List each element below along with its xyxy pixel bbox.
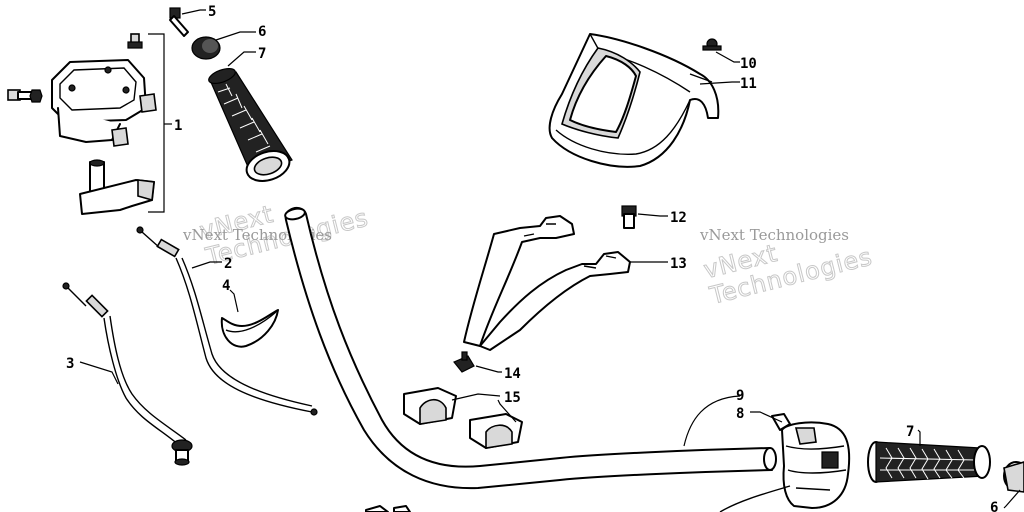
screw-part-5 <box>169 7 189 37</box>
watermark-small-right: vNext Technologies <box>699 226 849 244</box>
callout-6-right: 6 <box>990 500 998 512</box>
bar-end-part-6 <box>191 36 221 60</box>
callout-8: 8 <box>736 406 744 422</box>
throttle-cable-part-2 <box>136 226 318 416</box>
throttle-housing-part <box>7 33 157 215</box>
callout-6-top: 6 <box>258 24 266 40</box>
grip-part-7-top <box>208 68 293 182</box>
grip-part-7-right <box>867 441 991 483</box>
screw-part-12 <box>621 205 637 229</box>
callout-12: 12 <box>670 210 687 226</box>
callout-4: 4 <box>222 278 230 294</box>
screw-part-10 <box>702 38 722 51</box>
bracket-1-line <box>148 33 165 213</box>
callout-11: 11 <box>740 76 757 92</box>
watermark-large-line1-left: vNextTechnologies <box>196 178 371 271</box>
switch-housing-part-8 <box>719 413 851 512</box>
callout-13: 13 <box>670 256 687 272</box>
callout-15: 15 <box>504 390 521 406</box>
watermark-left: vNextTechnologies <box>196 178 371 271</box>
callout-3: 3 <box>66 356 74 372</box>
clamp-upper-part-15 <box>365 387 523 512</box>
callout-5: 5 <box>208 4 216 20</box>
nut-part-14 <box>453 351 475 373</box>
callout-2: 2 <box>224 256 232 272</box>
callout-10: 10 <box>740 56 757 72</box>
callout-14: 14 <box>504 366 521 382</box>
mount-bracket-part-13 <box>463 215 631 351</box>
callout-7-top: 7 <box>258 46 266 62</box>
cable-tie-part-4 <box>220 309 279 348</box>
callout-1: 1 <box>174 118 182 134</box>
callout-9: 9 <box>736 388 744 404</box>
instrument-pod-part-11 <box>548 33 720 168</box>
bar-end-part-6-right <box>1003 461 1024 493</box>
handlebar-part-9 <box>284 206 777 490</box>
callout-7-right: 7 <box>906 424 914 440</box>
brake-cable-part-3 <box>62 282 193 466</box>
